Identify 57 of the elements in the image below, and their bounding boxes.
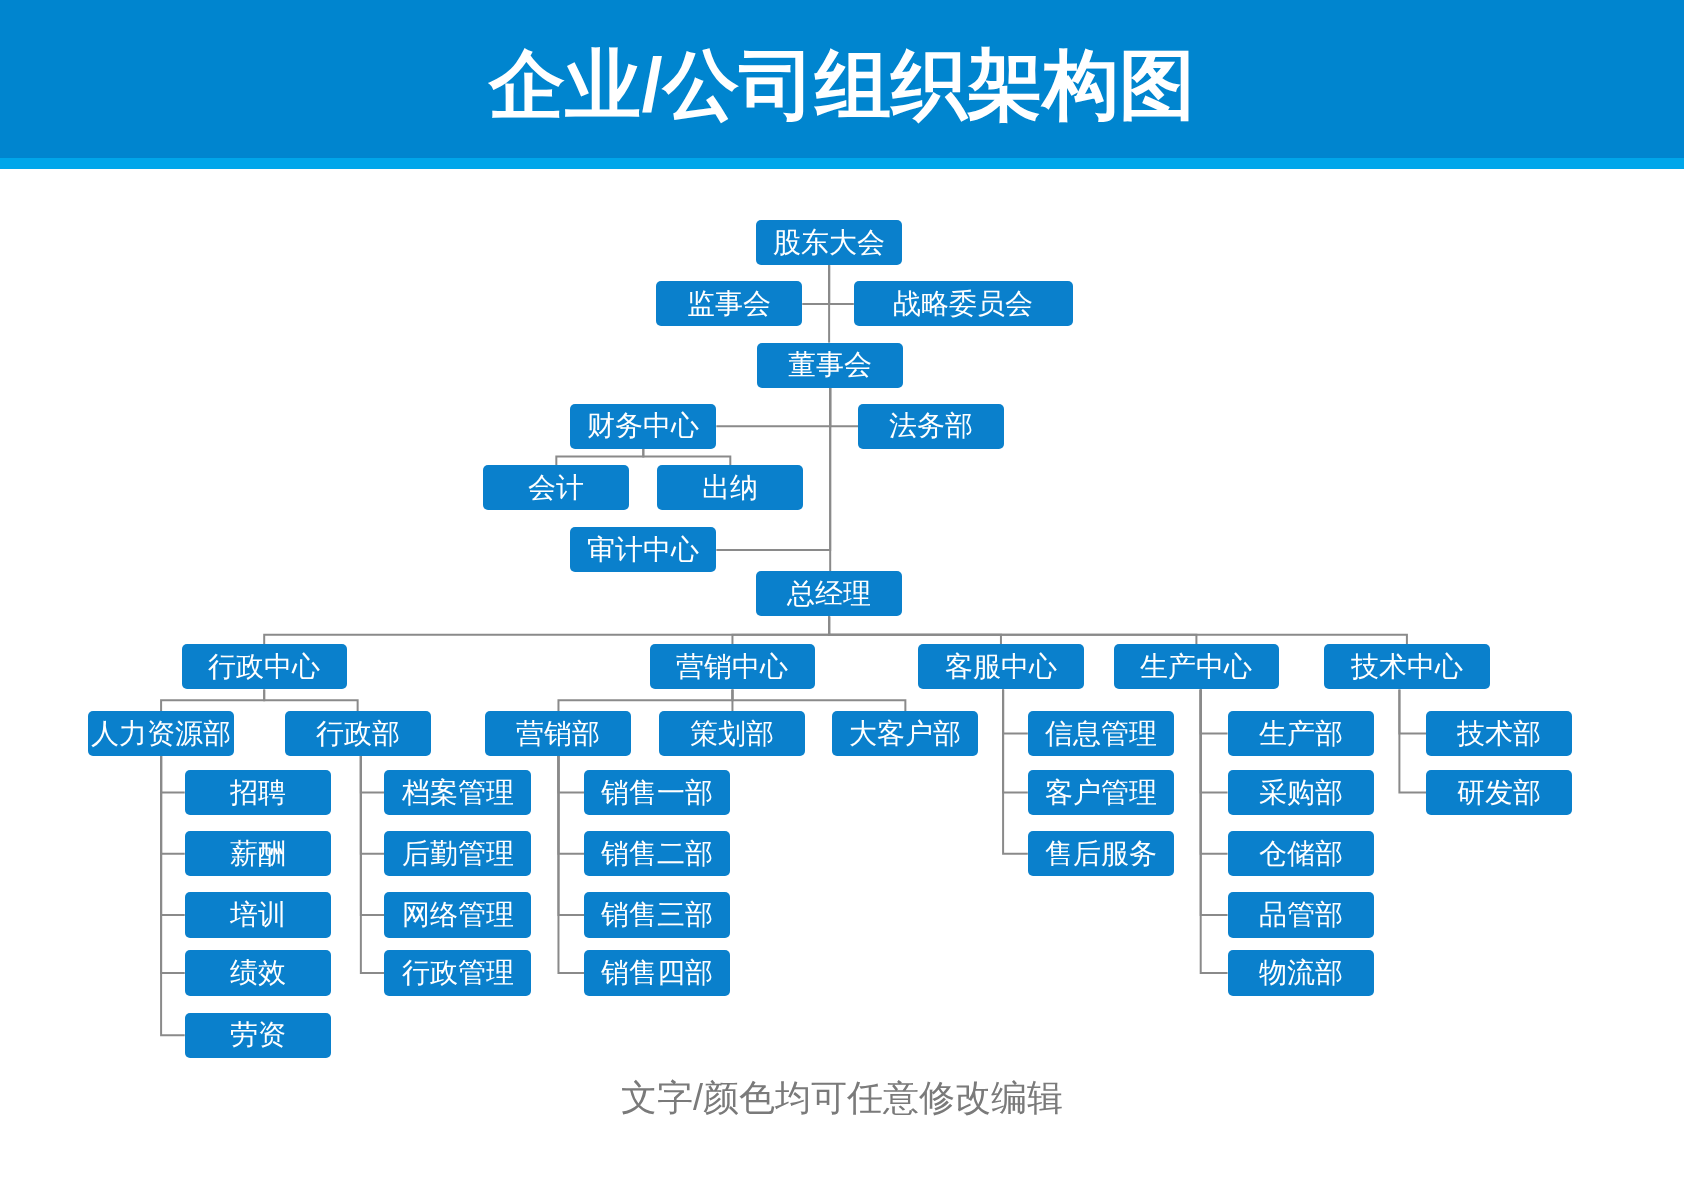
department-box: 网络管理 (384, 892, 531, 938)
department-box: 薪酬 (184, 831, 331, 877)
department-box: 行政中心 (181, 644, 347, 690)
connector-line (1398, 688, 1428, 794)
department-box: 销售三部 (584, 892, 731, 938)
department-box: 后勤管理 (384, 831, 531, 877)
department-box: 销售一部 (584, 770, 731, 816)
department-box: 出纳 (657, 465, 804, 511)
department-box: 法务部 (858, 403, 1005, 449)
department-box: 人力资源部 (88, 710, 235, 757)
connector-line (731, 688, 907, 712)
department-box: 售后服务 (1027, 831, 1174, 877)
department-box: 大客户部 (832, 710, 979, 757)
department-box: 监事会 (656, 281, 803, 327)
department-box: 技术中心 (1324, 644, 1490, 690)
department-box: 营销部 (485, 710, 632, 757)
connector-line (263, 688, 359, 712)
department-box: 策划部 (659, 710, 806, 757)
department-box: 战略委员会 (853, 281, 1073, 327)
department-box: 仓储部 (1227, 831, 1374, 877)
department-box: 董事会 (757, 342, 904, 388)
department-box: 总经理 (756, 571, 903, 617)
department-box: 客户管理 (1027, 770, 1174, 816)
department-box: 绩效 (184, 950, 331, 996)
department-box: 客服中心 (918, 644, 1084, 690)
connector-line (359, 755, 386, 975)
connector-line (1199, 688, 1229, 975)
department-box: 营销中心 (649, 644, 816, 690)
department-box: 培训 (184, 892, 331, 938)
connector-line (557, 755, 586, 975)
department-box: 技术部 (1426, 710, 1573, 757)
department-box: 销售四部 (584, 950, 731, 996)
department-box: 股东大会 (756, 220, 903, 266)
connector-line (160, 755, 186, 1037)
connector-line (828, 264, 831, 344)
department-box: 审计中心 (570, 527, 717, 573)
department-box: 档案管理 (384, 770, 531, 816)
department-box: 销售二部 (584, 831, 731, 877)
department-box: 研发部 (1426, 770, 1573, 816)
department-box: 生产中心 (1113, 644, 1280, 690)
page-title: 企业/公司组织架构图 (487, 41, 1196, 129)
department-box: 行政部 (284, 710, 431, 757)
caption-text: 文字/颜色均可任意修改编辑 (620, 1076, 1064, 1120)
department-box: 行政管理 (384, 950, 531, 996)
connector-line (828, 615, 1408, 646)
department-box: 生产部 (1227, 710, 1374, 757)
department-box: 会计 (483, 465, 630, 511)
department-box: 劳资 (184, 1012, 331, 1058)
connector-line (829, 386, 832, 573)
department-box: 物流部 (1227, 950, 1374, 996)
connector-line (642, 447, 732, 467)
department-box: 招聘 (184, 770, 331, 816)
department-box: 信息管理 (1027, 710, 1174, 757)
connector-line (1002, 688, 1029, 855)
department-box: 采购部 (1227, 770, 1374, 816)
department-box: 品管部 (1227, 892, 1374, 938)
department-box: 财务中心 (570, 403, 717, 449)
